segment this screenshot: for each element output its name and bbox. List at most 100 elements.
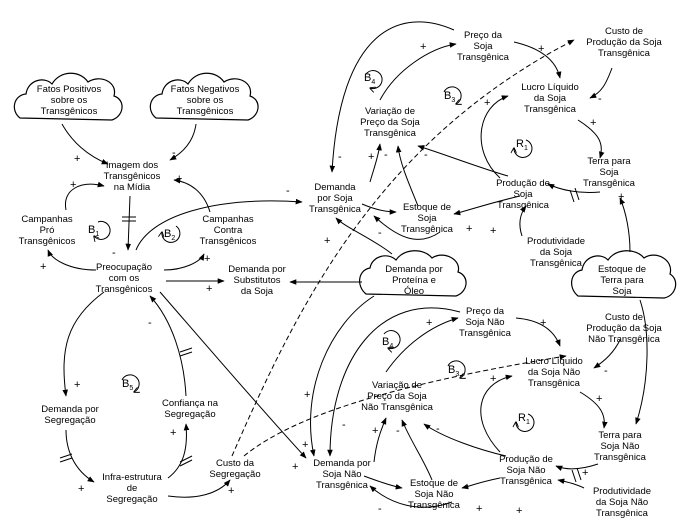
link-producaot-lucrot xyxy=(480,95,509,179)
link-demandat-variacaot xyxy=(369,143,382,183)
link-produtividadent-producaont xyxy=(557,478,585,489)
node-variacao-nt: Variação de Preço da Soja Não Transgênic… xyxy=(361,380,433,413)
link-custoseg-custoprodt xyxy=(231,39,575,457)
loop-label-r1-t: R1 xyxy=(516,138,528,153)
link-preocupacao-demandaseg xyxy=(62,291,105,397)
node-estoque-nt: Estoque de Soja Não Transgênica xyxy=(408,478,460,511)
sign-minus: - xyxy=(286,185,290,197)
link-campanhaspro-imagem xyxy=(64,181,105,211)
loop-arrow-r1-t xyxy=(514,139,533,158)
node-campanhas-contra: Campanhas Contra Transgênicos xyxy=(199,214,257,247)
loop-arrow-b2 xyxy=(162,225,181,243)
node-demanda-substitutos: Demanda por Substitutos da Soja xyxy=(228,264,286,297)
sign-minus: - xyxy=(342,419,346,431)
node-fatos-positivos: Fatos Positivos sobre os Transgênicos xyxy=(36,84,102,117)
loop-label-r1-nt: R1 xyxy=(518,412,530,427)
sign-plus: + xyxy=(538,43,545,55)
link-custoseg-custoprodnt xyxy=(243,354,567,457)
node-imagem: Imagem dos Transgênicos na Mídia xyxy=(103,160,161,193)
sign-plus: + xyxy=(368,151,375,163)
sign-minus: - xyxy=(436,423,440,435)
node-produtividade-t: Produtividade da Soja Transgênica xyxy=(526,236,586,269)
node-demanda-nt: Demanda por Soja Não Transgênica xyxy=(313,458,371,491)
link-lucront-terrant xyxy=(579,391,608,429)
node-custo-prod-nt: Custo de Produção da Soja Não Transgênic… xyxy=(586,312,662,345)
sign-plus: + xyxy=(176,173,183,185)
loop-arrow-b3-nt xyxy=(447,360,465,378)
link-fatosneg-imagem xyxy=(169,123,197,161)
sign-plus: + xyxy=(40,261,47,273)
delay-producao-estoque-nt xyxy=(571,467,582,483)
node-producao-t: Produção de Soja Transgênica xyxy=(496,178,550,211)
loop-arrow-r1-nt xyxy=(516,413,535,432)
sign-plus: + xyxy=(596,393,603,405)
delay-demandaseg xyxy=(59,453,73,463)
sign-minus: - xyxy=(148,317,152,329)
sign-minus: - xyxy=(378,227,382,239)
link-producaot-estoquet xyxy=(453,195,521,216)
delay-confianca xyxy=(179,347,193,357)
node-fatos-negativos: Fatos Negativos sobre os Transgênicos xyxy=(170,84,240,117)
cloud-estoque-terra xyxy=(571,250,677,299)
sign-plus: + xyxy=(170,427,177,439)
sign-plus: + xyxy=(292,461,299,473)
link-demandat-estoquet xyxy=(361,203,397,215)
loop-arrow-b5 xyxy=(121,374,139,392)
sign-plus: + xyxy=(204,253,211,265)
loop-arrow-b4-t xyxy=(365,70,383,89)
node-terra-t: Terra para Soja Transgênica xyxy=(583,156,635,189)
link-demandaseg-infra xyxy=(65,429,95,483)
node-producao-nt: Produção de Soja Não Transgênica xyxy=(499,454,553,487)
link-demandant-estoquent xyxy=(363,475,403,490)
sign-minus: - xyxy=(396,425,400,437)
node-variacao-t: Variação de Preço da Soja Transgênica xyxy=(360,106,420,139)
sign-plus: + xyxy=(302,439,309,451)
cloud-fatos-negativos xyxy=(149,72,259,121)
node-estoque-t: Estoque de Soja Transgênica xyxy=(401,202,453,235)
node-confianca: Confiança na Segregação xyxy=(162,398,218,420)
sign-plus: + xyxy=(324,235,331,247)
sign-plus: + xyxy=(420,41,427,53)
sign-plus: + xyxy=(206,283,213,295)
link-producaont-estoquent xyxy=(461,477,501,490)
sign-plus: + xyxy=(74,153,81,165)
cloud-fatos-positivos xyxy=(13,72,123,121)
loop-label-b5: B5 xyxy=(122,378,134,393)
sign-minus: - xyxy=(172,147,176,159)
loop-label-b4-nt: B4 xyxy=(382,336,394,351)
link-estoquent-demandant xyxy=(369,485,453,508)
loop-label-b3-t: B3 xyxy=(444,90,456,105)
link-estoquent-variacaont xyxy=(401,419,433,481)
sign-minus: - xyxy=(112,247,116,259)
link-imagem-preocupacao xyxy=(125,195,132,251)
link-custoprodnt-lucront xyxy=(593,339,621,369)
sign-plus: + xyxy=(466,223,473,235)
link-fatospos-imagem xyxy=(61,123,109,165)
link-preocupacao-campanhaspro xyxy=(47,249,97,271)
sign-plus: + xyxy=(426,317,433,329)
node-preocupacao: Preocupação com os Transgênicos xyxy=(95,262,153,295)
sign-plus: + xyxy=(582,467,589,479)
link-terrat-producaot xyxy=(547,183,601,193)
sign-plus: + xyxy=(490,373,497,385)
node-campanhas-pro: Campanhas Pró Transgênicos xyxy=(18,214,76,247)
link-produtividadet-producaot xyxy=(519,205,527,237)
link-demandant-variacaont xyxy=(373,417,387,463)
link-estoquet-demandat xyxy=(373,215,441,240)
sign-minus: - xyxy=(604,365,608,377)
sign-plus: + xyxy=(484,97,491,109)
delay-imagem-preocupacao xyxy=(122,216,136,222)
link-producaont-variacaont xyxy=(423,423,507,457)
sign-plus: + xyxy=(74,379,81,391)
node-terra-nt: Terra para Soja Não Transgênica xyxy=(594,430,646,463)
loop-label-b2: B2 xyxy=(164,228,176,243)
sign-plus: + xyxy=(372,425,379,437)
link-terrant-producaont xyxy=(555,463,599,471)
node-preco-t: Preço da Soja Transgênica xyxy=(457,30,509,63)
link-precont-lucront xyxy=(515,317,561,347)
link-confianca-preocupacao xyxy=(149,295,187,397)
node-produtividade-nt: Produtividade da Soja Não Transgênica xyxy=(592,486,652,519)
sign-plus: + xyxy=(476,503,483,515)
link-proteina-demandant xyxy=(309,295,375,457)
